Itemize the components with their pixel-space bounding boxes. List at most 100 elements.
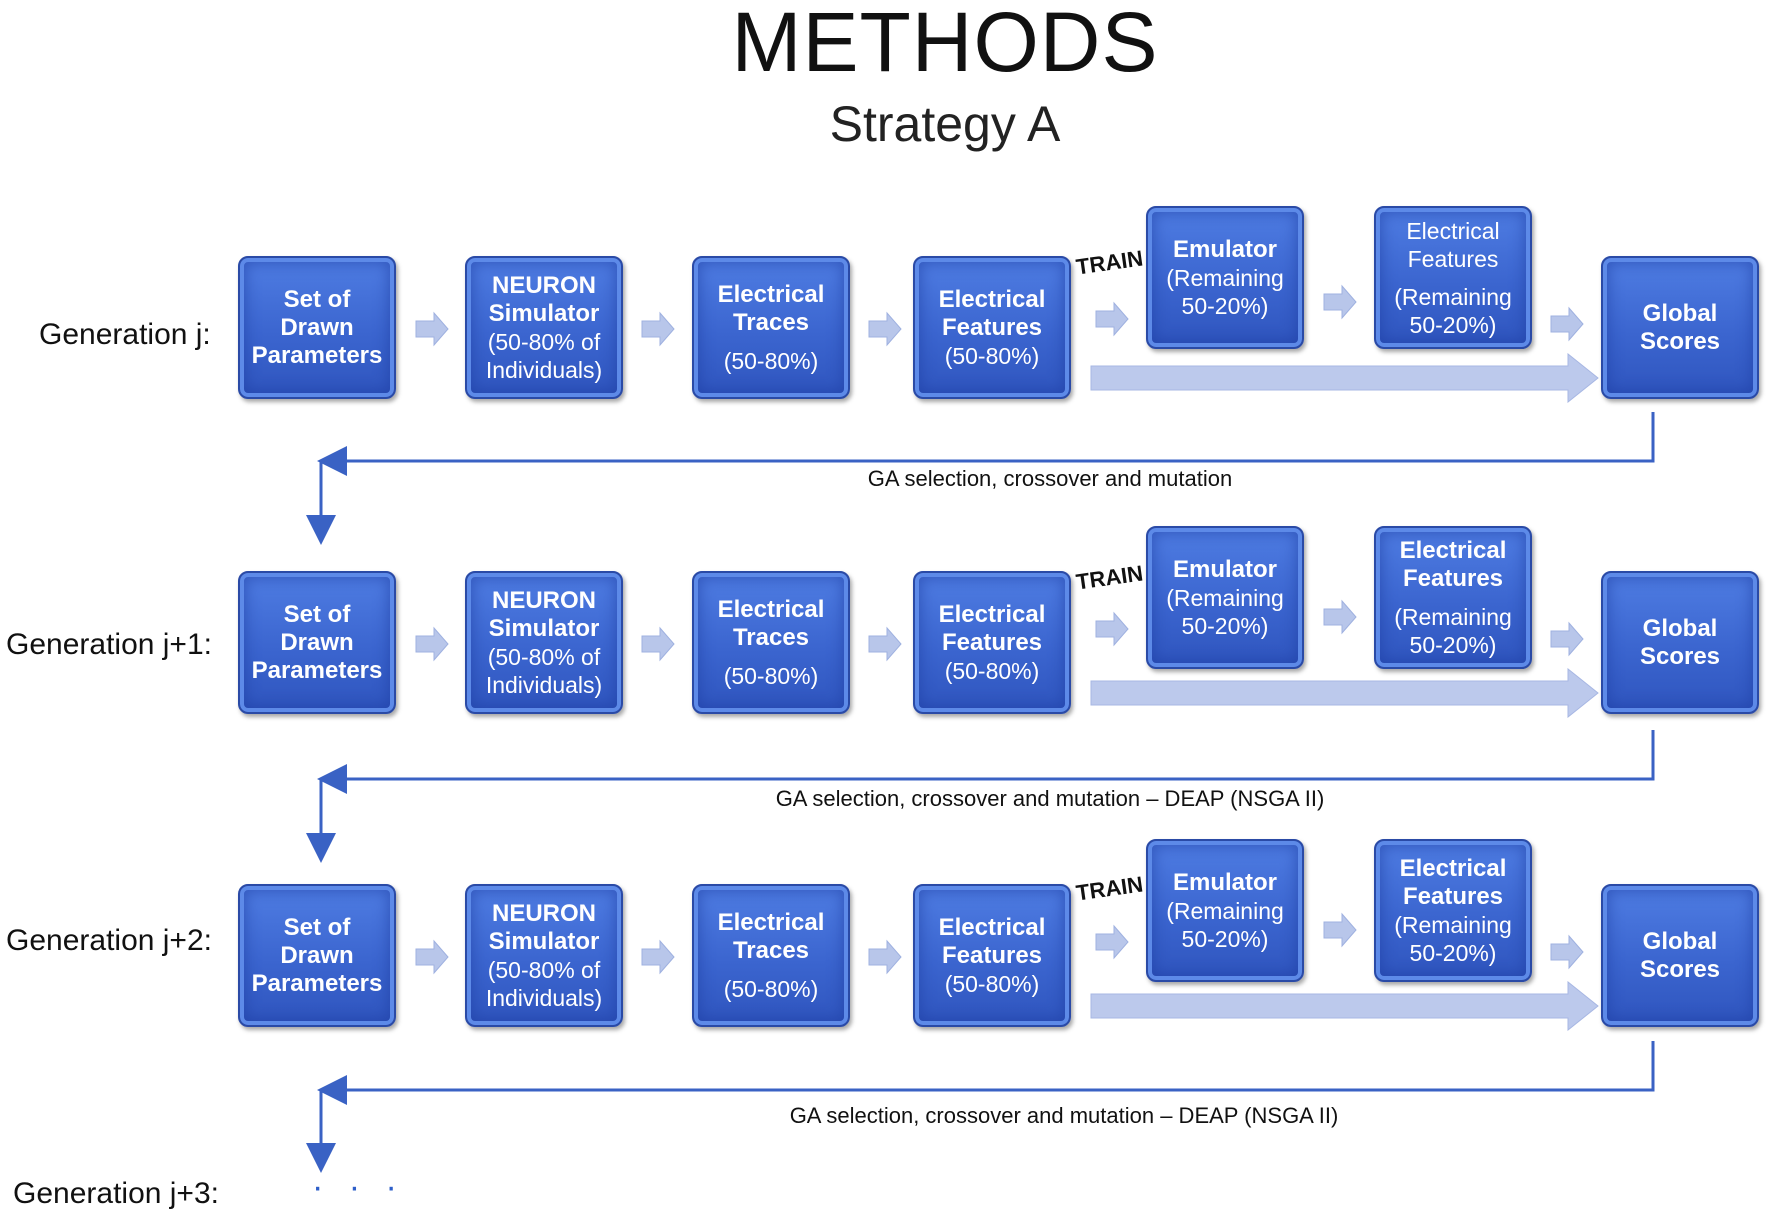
- loop-label: GA selection, crossover and mutation – D…: [789, 1103, 1339, 1128]
- flow-arrow-icon: [1550, 306, 1584, 342]
- box-text-line: Set of: [283, 913, 351, 941]
- box-text-line: Emulator: [1172, 235, 1277, 263]
- box-text-line: 50-20%): [1181, 292, 1269, 319]
- box-text-line: (Remaining: [1166, 897, 1284, 924]
- train-label: TRAIN: [1074, 560, 1145, 595]
- box-text-line: Scores: [1639, 642, 1721, 670]
- flow-arrow-icon: [1550, 934, 1584, 970]
- box-text-line: Electrical: [938, 285, 1046, 313]
- bypass-arrow-icon: [1090, 668, 1599, 718]
- flow-arrow-icon: [1095, 301, 1129, 337]
- box-text-line: Individuals): [485, 356, 603, 383]
- box-text-line: (Remaining: [1394, 603, 1512, 630]
- loop-label: GA selection, crossover and mutation – D…: [775, 786, 1325, 811]
- box-text-line: (50-80%): [944, 657, 1040, 684]
- box-text-line: Emulator: [1172, 868, 1277, 896]
- box-text-line: (50-80% of: [487, 328, 601, 355]
- box-text-line: Electrical: [717, 280, 825, 308]
- box-text-line: Features: [941, 941, 1043, 969]
- box-text-line: Traces: [732, 936, 810, 964]
- box-text-line: Individuals): [485, 671, 603, 698]
- train-label: TRAIN: [1074, 245, 1145, 280]
- box-text-line: Global: [1642, 927, 1718, 955]
- box-text-line: (Remaining: [1394, 283, 1512, 310]
- box-text-line: Features: [1402, 882, 1504, 910]
- box-text-line: Parameters: [251, 969, 383, 997]
- box-text-line: Simulator: [488, 614, 600, 642]
- flow-arrow-icon: [415, 311, 449, 347]
- box-text-line: Set of: [283, 285, 351, 313]
- box-text-line: 50-20%): [1409, 631, 1497, 658]
- generation-label: Generation j+2:: [6, 924, 212, 957]
- box-text-line: NEURON: [491, 586, 596, 614]
- box-text-line: Electrical: [717, 595, 825, 623]
- box-text-line: 50-20%): [1181, 925, 1269, 952]
- flow-arrow-icon: [1095, 924, 1129, 960]
- box-text-line: (50-80%): [723, 975, 819, 1002]
- flow-arrow-icon: [868, 939, 902, 975]
- flow-arrow-icon: [868, 311, 902, 347]
- box-text-line: NEURON: [491, 899, 596, 927]
- generation-label: Generation j+1:: [6, 628, 212, 661]
- box-text-line: Features: [941, 628, 1043, 656]
- box-text-line: Features: [1402, 564, 1504, 592]
- box-text-line: 50-20%): [1409, 939, 1497, 966]
- connector-back-line: [317, 730, 1655, 794]
- box-text-line: (Remaining: [1166, 264, 1284, 291]
- generation-label: Generation j:: [39, 318, 211, 351]
- box-text-line: Global: [1642, 299, 1718, 327]
- box-text-line: Global: [1642, 614, 1718, 642]
- box-text-line: (50-80%): [723, 662, 819, 689]
- box-text-line: (50-80% of: [487, 643, 601, 670]
- box-text-line: Electrical: [1406, 217, 1500, 244]
- box-text-line: 50-20%): [1181, 612, 1269, 639]
- page-subtitle: Strategy A: [829, 96, 1061, 152]
- box-text-line: (50-80%): [944, 970, 1040, 997]
- box-text-line: (50-80%): [723, 347, 819, 374]
- flow-arrow-icon: [641, 311, 675, 347]
- box-text-line: Scores: [1639, 327, 1721, 355]
- box-text-line: Individuals): [485, 984, 603, 1011]
- box-text-line: Drawn: [280, 628, 354, 656]
- generation-label: Generation j+3:: [13, 1177, 219, 1210]
- bypass-arrow-icon: [1090, 981, 1599, 1031]
- box-text-line: (Remaining: [1166, 584, 1284, 611]
- box-text-line: Parameters: [251, 656, 383, 684]
- box-text-line: NEURON: [491, 271, 596, 299]
- box-text-line: Electrical: [1399, 536, 1507, 564]
- box-text-line: Simulator: [488, 299, 600, 327]
- flow-arrow-icon: [1323, 599, 1357, 635]
- box-text-line: Set of: [283, 600, 351, 628]
- train-label: TRAIN: [1074, 871, 1145, 906]
- flow-arrow-icon: [415, 939, 449, 975]
- box-text-line: Drawn: [280, 313, 354, 341]
- box-text-line: (Remaining: [1394, 911, 1512, 938]
- box-text-line: Electrical: [717, 908, 825, 936]
- page-title: METHODS: [731, 0, 1159, 89]
- box-text-line: Electrical: [938, 600, 1046, 628]
- flow-arrow-icon: [415, 626, 449, 662]
- box-text-line: Features: [1407, 245, 1499, 272]
- box-text-line: Traces: [732, 623, 810, 651]
- box-text-line: Parameters: [251, 341, 383, 369]
- box-text-line: (50-80% of: [487, 956, 601, 983]
- box-text-line: Scores: [1639, 955, 1721, 983]
- box-text-line: (50-80%): [944, 342, 1040, 369]
